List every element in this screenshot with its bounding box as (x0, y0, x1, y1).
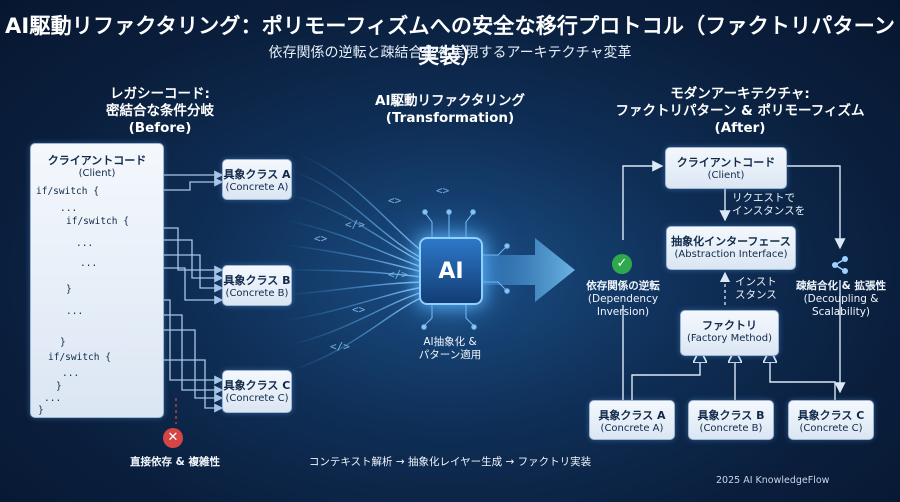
factory-label: ファクトリ (702, 319, 757, 332)
code-glyph-1: <> (388, 194, 402, 207)
before-heading-line3: (Before) (128, 120, 192, 136)
decoupling-label-line3: Scalability) (811, 306, 871, 318)
code-line-12: ... (44, 393, 62, 404)
flow-label: コンテキスト解析 → 抽象化レイヤー生成 → ファクトリ実装 (308, 456, 592, 468)
code-line-6: } (66, 284, 72, 295)
footer-credit: 2025 AI KnowledgeFlow (716, 475, 830, 486)
after-concrete-c-label: 具象クラス C (797, 409, 865, 422)
chip-caption-line1: AI抽象化 & (423, 336, 477, 348)
after-heading-line2: ファクトリパターン & ポリモーフィズム (615, 103, 865, 119)
code-line-4: ... (76, 238, 94, 249)
code-line-3: if/switch { (66, 216, 129, 227)
code-glyph-7: <> (436, 184, 450, 197)
before-client-subtitle: (Client) (78, 168, 116, 179)
dip-label: 依存関係の逆転 (Dependency Inversion) (570, 280, 676, 319)
code-glyph-5: <> (352, 303, 366, 316)
before-client-title: クライアントコード (47, 154, 147, 167)
after-concrete-c-en: (Concrete C) (799, 423, 863, 434)
after-concrete-b-en: (Concrete B) (699, 423, 763, 434)
code-line-8: } (60, 337, 66, 348)
ai-chip-label: AI (438, 258, 464, 284)
after-heading-line1: モダンアーキテクチャ: (670, 86, 810, 102)
code-line-1: if/switch { (36, 186, 99, 197)
dip-label-line2: (Dependency (587, 293, 659, 305)
before-concrete-c-label: 具象クラス C (223, 379, 291, 392)
after-concrete-a-en: (Concrete A) (600, 423, 664, 434)
request-label-line1: リクエストで (732, 192, 795, 204)
after-client-en: (Client) (707, 170, 745, 181)
after-concrete-b-label: 具象クラス B (697, 409, 765, 422)
chip-caption: AI抽象化 & パターン適用 (400, 336, 500, 362)
instance-label-line1: インスト (735, 276, 777, 288)
before-heading-line2: 密結合な条件分岐 (106, 103, 214, 119)
after-concrete-c: 具象クラス C (Concrete C) (788, 400, 874, 440)
interface-label: 抽象化インターフェース (671, 235, 791, 248)
factory-box: ファクトリ (Factory Method) (680, 310, 779, 356)
problem-label: 直接依存 & 複雑性 (130, 456, 220, 468)
before-client-panel: クライアントコード (Client) (30, 143, 164, 418)
before-concrete-b-en: (Concrete B) (225, 288, 289, 299)
before-concrete-c: 具象クラス C (Concrete C) (222, 370, 292, 413)
page-title: AI駆動リファクタリング：ポリモーフィズムへの安全な移行プロトコル（ファクトリパ… (4, 14, 896, 68)
before-concrete-a-en: (Concrete A) (225, 182, 289, 193)
before-heading-line1: レガシーコード: (110, 86, 210, 102)
after-concrete-a: 具象クラス A (Concrete A) (589, 400, 675, 440)
share-icon (832, 256, 848, 274)
factory-en: (Factory Method) (686, 333, 772, 344)
code-line-10: ... (62, 368, 80, 379)
code-glyph-3: <> (314, 232, 328, 245)
before-concrete-a: 具象クラス A (Concrete A) (222, 159, 292, 200)
code-line-9: if/switch { (48, 352, 111, 363)
instance-label: インスト スタンス (735, 276, 795, 302)
error-icon: ✕ (163, 428, 183, 448)
interface-en: (Abstraction Interface) (674, 249, 788, 260)
dip-label-line3: Inversion) (596, 306, 650, 318)
transform-heading-line2: (Transformation) (385, 110, 515, 126)
after-concrete-a-label: 具象クラス A (598, 409, 666, 422)
code-line-7: ... (66, 306, 84, 317)
decoupling-label-line2: (Decoupling & (803, 293, 879, 305)
after-client-box: クライアントコード (Client) (665, 147, 787, 189)
code-glyph-6: </> (330, 340, 350, 353)
request-label: リクエストで インスタンスを (732, 192, 812, 218)
before-concrete-c-en: (Concrete C) (225, 393, 289, 404)
instance-label-line2: スタンス (735, 289, 777, 301)
page-subtitle: 依存関係の逆転と疎結合化を実現するアーキテクチャ変革 (268, 45, 632, 61)
code-line-11: } (56, 381, 62, 392)
decoupling-label-line1: 疎結合化 & 拡張性 (796, 280, 886, 292)
transform-heading-line1: AI駆動リファクタリング (375, 93, 525, 109)
interface-box: 抽象化インターフェース (Abstraction Interface) (666, 226, 796, 270)
after-heading-line3: (After) (714, 120, 766, 136)
before-concrete-b: 具象クラス B (Concrete B) (222, 265, 292, 306)
request-label-line2: インスタンスを (732, 205, 806, 217)
code-glyph-2: </> (345, 218, 365, 231)
code-glyph-4: </> (388, 268, 408, 281)
chip-caption-line2: パターン適用 (418, 349, 482, 361)
check-icon: ✓ (612, 254, 632, 274)
after-client-label: クライアントコード (676, 156, 776, 169)
code-line-5: ... (80, 258, 98, 269)
before-concrete-a-label: 具象クラス A (223, 168, 291, 181)
ai-chip-icon: AI (419, 237, 483, 305)
dip-label-line1: 依存関係の逆転 (586, 280, 660, 292)
before-concrete-b-label: 具象クラス B (223, 274, 291, 287)
code-line-2: ... (60, 203, 78, 214)
decoupling-label: 疎結合化 & 拡張性 (Decoupling & Scalability) (784, 280, 898, 319)
code-line-13: } (38, 405, 44, 416)
after-concrete-b: 具象クラス B (Concrete B) (688, 400, 774, 440)
